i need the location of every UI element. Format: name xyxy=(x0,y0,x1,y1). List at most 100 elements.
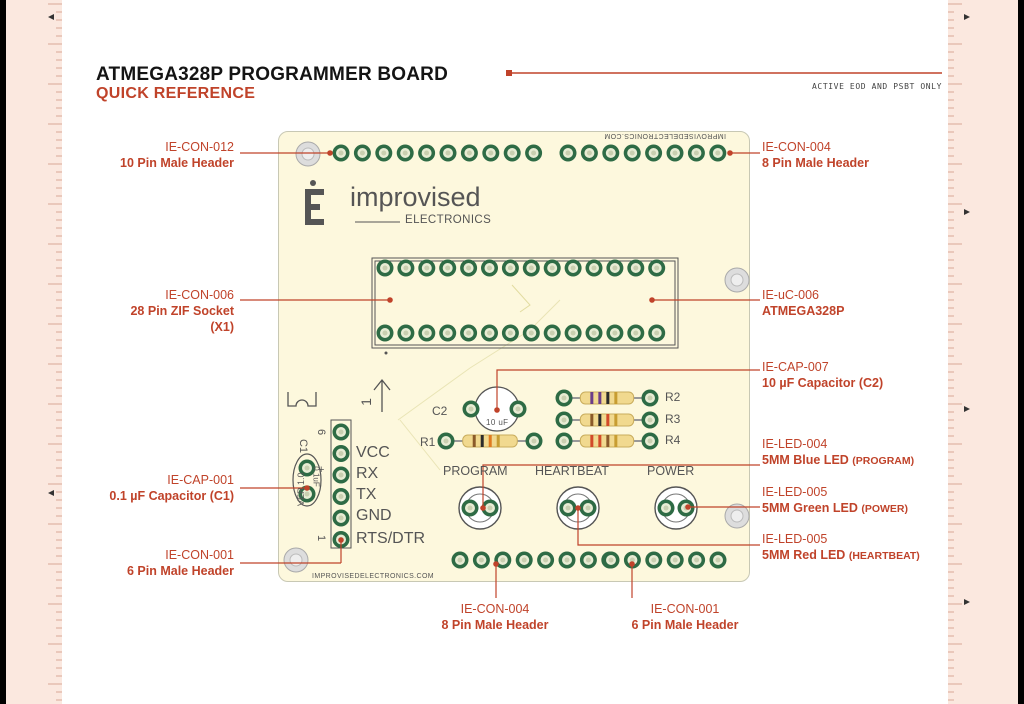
pad xyxy=(559,499,577,517)
page-subtitle: QUICK REFERENCE xyxy=(96,85,256,102)
pad xyxy=(482,144,500,162)
callout-con006: IE-CON-006 28 Pin ZIF Socket (X1) xyxy=(130,288,234,334)
callout-led005-power: IE-LED-005 5MM Green LED (POWER) xyxy=(762,485,909,515)
pad xyxy=(543,324,561,342)
logo-brand: improvised xyxy=(350,182,481,212)
pad xyxy=(537,551,555,569)
logo-mark-icon xyxy=(305,180,324,225)
callout-con001-left: IE-CON-001 6 Pin Male Header xyxy=(127,548,234,578)
pad xyxy=(525,432,543,450)
pad xyxy=(579,551,597,569)
board-version: VER 1.0 xyxy=(296,472,306,506)
pad xyxy=(602,144,620,162)
pad xyxy=(439,324,457,342)
pad xyxy=(481,499,499,517)
pad xyxy=(564,324,582,342)
pad xyxy=(481,259,498,277)
callout-cap007: IE-CAP-007 10 µF Capacitor (C2) xyxy=(762,360,884,390)
pad xyxy=(525,144,543,162)
callout-con012: IE-CON-012 10 Pin Male Header xyxy=(120,140,234,170)
pad xyxy=(602,551,620,569)
pad xyxy=(418,324,436,342)
pad xyxy=(555,411,573,429)
pad xyxy=(501,324,519,342)
pad xyxy=(501,259,519,277)
led-power-label: POWER xyxy=(647,464,695,478)
pin-label-tx: TX xyxy=(356,486,377,503)
r3-designator: R3 xyxy=(665,412,681,426)
callout-cap001: IE-CAP-001 0.1 µF Capacitor (C1) xyxy=(109,473,234,503)
pad-array xyxy=(298,144,727,569)
leader-lines xyxy=(240,150,760,598)
header-pin-1-mark: 1 xyxy=(315,534,328,542)
pin-label-rx: RX xyxy=(356,465,379,482)
pad xyxy=(688,551,706,569)
pad xyxy=(645,144,663,162)
c2-value: 10 uF xyxy=(486,418,509,427)
left-ruler-strip xyxy=(6,0,62,704)
page-title: ATMEGA328P PROGRAMMER BOARD xyxy=(96,64,449,85)
pad xyxy=(555,432,573,450)
pin-label-vcc: VCC xyxy=(356,444,390,461)
pin-label-rts-dtr: RTS/DTR xyxy=(356,530,426,547)
resistor xyxy=(564,413,650,427)
pad xyxy=(332,466,350,484)
header-pin-6-mark: 6 xyxy=(315,428,328,436)
callout-led005-heartbeat: IE-LED-005 5MM Red LED (HEARTBEAT) xyxy=(762,532,920,562)
pad xyxy=(559,144,577,162)
pad xyxy=(627,259,645,277)
pad xyxy=(462,400,480,418)
header-note: ACTIVE EOD AND PSBT ONLY xyxy=(812,82,942,91)
pad xyxy=(375,144,393,162)
pad xyxy=(522,259,540,277)
ruler-marker-icon xyxy=(964,14,970,20)
ruler-marker-icon xyxy=(964,406,970,412)
pad xyxy=(585,324,603,342)
callout-con004-bottom: IE-CON-004 8 Pin Male Header xyxy=(441,602,549,632)
pad xyxy=(648,259,666,277)
led-program-footprint xyxy=(458,486,502,530)
pad xyxy=(648,324,666,342)
ruler-marker-icon xyxy=(48,490,54,496)
pin-label-gnd: GND xyxy=(356,507,392,524)
resistor-array xyxy=(446,391,650,448)
ruler-marker-icon xyxy=(964,599,970,605)
pad xyxy=(332,423,350,441)
pad xyxy=(623,144,641,162)
mounting-hole xyxy=(724,503,750,529)
pad xyxy=(353,144,371,162)
pad xyxy=(564,259,582,277)
c1-designator: C1 xyxy=(297,438,310,454)
resistor xyxy=(564,391,650,405)
right-ruler-strip xyxy=(948,0,1018,704)
logo-subtext: ELECTRONICS xyxy=(405,214,492,226)
callout-uc006: IE-uC-006 ATMEGA328P xyxy=(762,288,845,318)
led-heartbeat-label: HEARTBEAT xyxy=(535,464,609,478)
pad xyxy=(376,259,394,277)
pad xyxy=(332,144,350,162)
pad xyxy=(461,499,479,517)
pad xyxy=(543,259,561,277)
led-power-footprint xyxy=(654,486,698,530)
pad xyxy=(376,324,394,342)
pad xyxy=(606,259,624,277)
c2-designator: C2 xyxy=(432,404,448,418)
pad xyxy=(515,551,533,569)
pad xyxy=(332,488,350,505)
pad xyxy=(439,259,457,277)
resistor xyxy=(446,434,534,448)
pad xyxy=(396,144,414,162)
callout-con004-top: IE-CON-004 8 Pin Male Header xyxy=(762,140,869,170)
pad xyxy=(418,259,436,277)
pad xyxy=(481,324,498,342)
pad xyxy=(397,259,415,277)
pad xyxy=(298,485,316,503)
pad xyxy=(472,551,490,569)
pad xyxy=(397,324,415,342)
pad xyxy=(627,324,645,342)
c1-plus-mark: + xyxy=(318,464,325,476)
mounting-hole xyxy=(295,141,321,167)
pad xyxy=(666,551,684,569)
pad xyxy=(558,551,576,569)
